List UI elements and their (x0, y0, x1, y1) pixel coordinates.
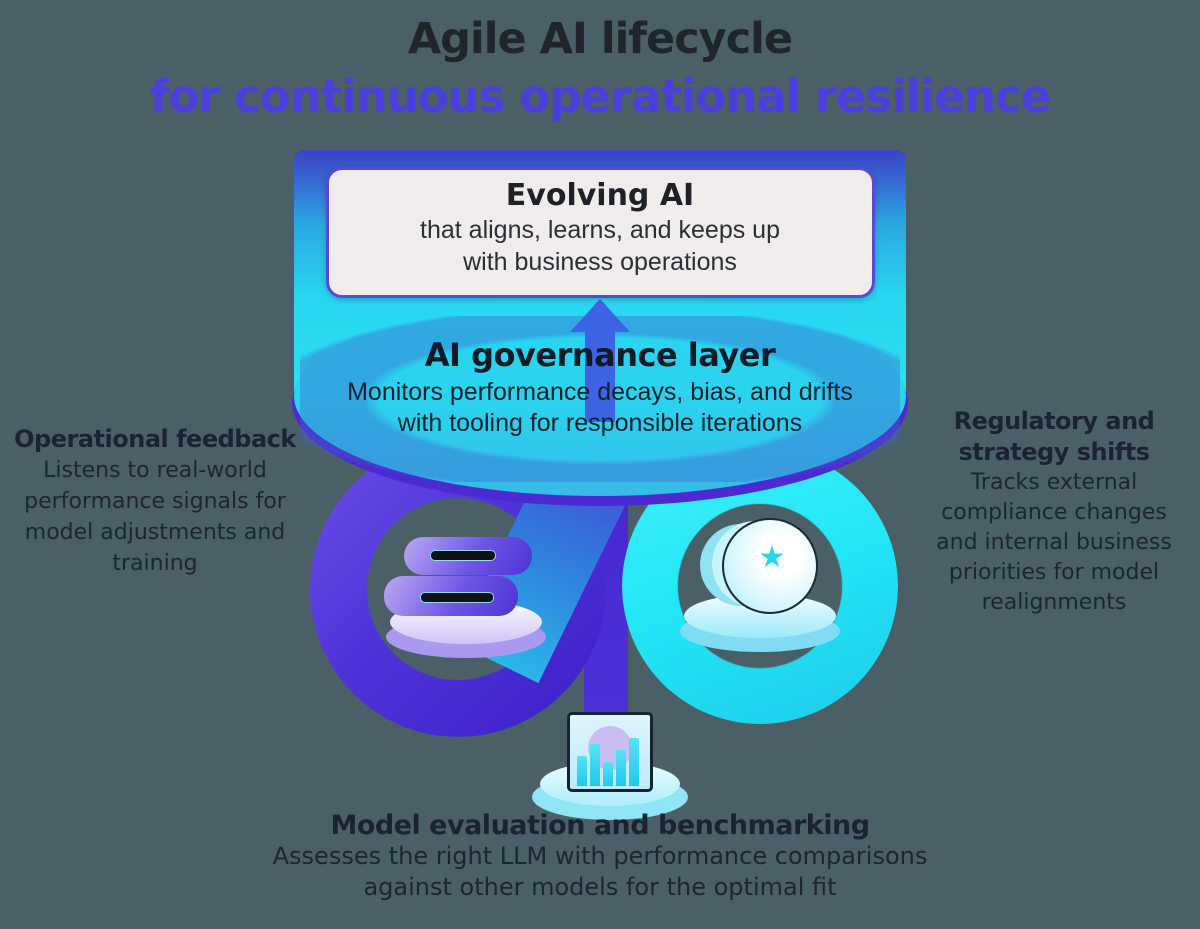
label-line: Tracks external (970, 470, 1138, 495)
governance-heading: AI governance layer (424, 336, 776, 374)
label-model-evaluation: Model evaluation and benchmarking Assess… (200, 810, 1000, 903)
evolving-ai-card (326, 167, 875, 298)
label-regulatory-shifts: Regulatory and strategy shifts Tracks ex… (920, 406, 1188, 618)
bar (590, 744, 600, 786)
bar (616, 750, 626, 786)
model-slot-icon (420, 592, 494, 603)
up-arrow-icon (570, 299, 630, 332)
label-heading: Model evaluation and benchmarking (330, 810, 870, 841)
label-heading: Operational feedback (14, 425, 296, 453)
label-heading: strategy shifts (958, 438, 1150, 466)
label-line: against other models for the optimal fit (363, 873, 837, 901)
label-operational-feedback: Operational feedback Listens to real-wor… (2, 424, 308, 579)
label-line: and internal business (936, 530, 1172, 555)
page-title: Agile AI lifecycle (407, 14, 793, 64)
coin-stack-icon (722, 518, 818, 614)
label-line: realignments (981, 590, 1127, 615)
label-line: model adjustments and (24, 520, 286, 545)
label-line: training (112, 551, 198, 576)
bar-chart-icon (577, 736, 645, 786)
governance-line: Monitors performance decays, bias, and d… (347, 378, 853, 406)
page-subtitle: for continuous operational resilience (149, 70, 1051, 123)
label-heading: Regulatory and (953, 407, 1155, 435)
model-slot-icon (430, 550, 496, 561)
star-icon: ★ (758, 540, 786, 575)
governance-line: with tooling for responsible iterations (397, 409, 803, 437)
bar (577, 756, 587, 786)
up-arrow-icon (585, 330, 615, 422)
label-line: priorities for model (948, 560, 1160, 585)
bar (629, 738, 639, 786)
label-line: compliance changes (941, 500, 1167, 525)
card-body-line: with business operations (463, 248, 737, 276)
label-line: Listens to real-world (43, 458, 267, 483)
card-body-line: that aligns, learns, and keeps up (420, 216, 780, 244)
label-line: Assesses the right LLM with performance … (272, 842, 928, 870)
card-heading: Evolving AI (505, 178, 695, 213)
label-line: performance signals for (24, 489, 286, 514)
bar (603, 762, 613, 786)
